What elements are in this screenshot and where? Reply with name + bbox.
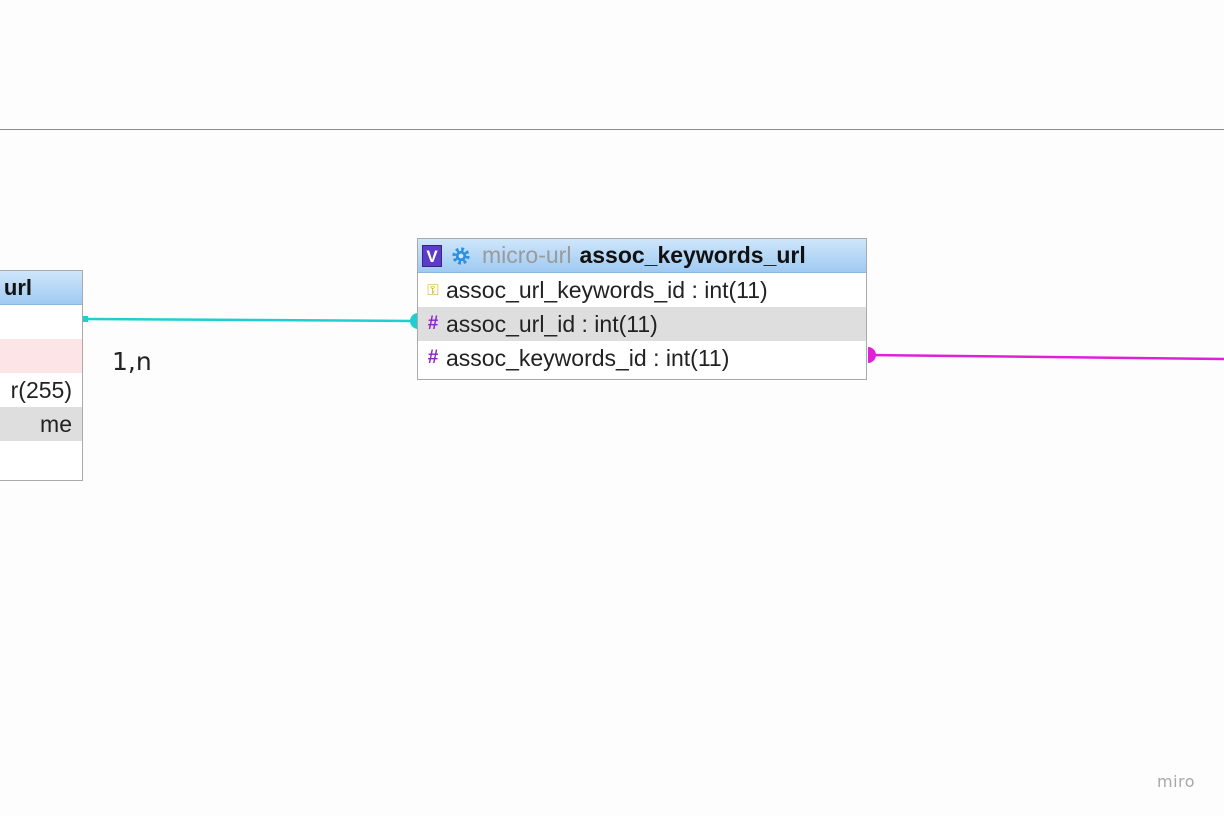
field-row[interactable]: # assoc_url_id : int(11) xyxy=(418,307,866,341)
database-name: micro-url xyxy=(482,242,572,268)
url-table-title: url xyxy=(3,274,32,300)
field-label: assoc_url_id : int(11) xyxy=(446,310,658,337)
field-label: assoc_keywords_id : int(11) xyxy=(446,344,730,371)
field-row[interactable]: ⚿ assoc_url_keywords_id : int(11) xyxy=(418,273,866,307)
gear-icon[interactable] xyxy=(450,245,472,267)
view-badge-icon[interactable]: V xyxy=(422,244,442,267)
magenta-connector-end-marker xyxy=(868,347,876,363)
table-name: assoc_keywords_url xyxy=(579,242,806,268)
assoc-keywords-url-table[interactable]: V micro-url assoc_keywords_url ⚿ assoc_u… xyxy=(417,238,867,380)
miro-watermark: miro xyxy=(1157,772,1196,791)
url-table-header[interactable]: url xyxy=(0,271,82,305)
teal-connector xyxy=(83,317,415,323)
url-table-row-text: me xyxy=(40,410,72,437)
hash-icon: # xyxy=(427,313,439,334)
url-table-row: me xyxy=(0,407,82,441)
canvas-divider xyxy=(0,129,1224,130)
hash-icon: # xyxy=(427,347,439,368)
url-table-row: r(255) xyxy=(0,373,82,407)
url-table-row xyxy=(0,441,82,475)
url-table-row xyxy=(0,339,82,373)
url-table[interactable]: url r(255) me xyxy=(0,270,83,481)
url-table-row xyxy=(0,305,82,339)
cardinality-label: 1,n xyxy=(112,347,152,376)
magenta-connector xyxy=(867,353,1224,361)
url-table-row-text: r(255) xyxy=(10,376,72,403)
assoc-table-header[interactable]: V micro-url assoc_keywords_url xyxy=(418,239,866,273)
field-label: assoc_url_keywords_id : int(11) xyxy=(446,276,768,303)
field-row[interactable]: # assoc_keywords_id : int(11) xyxy=(418,341,866,375)
primary-key-icon: ⚿ xyxy=(427,281,439,299)
